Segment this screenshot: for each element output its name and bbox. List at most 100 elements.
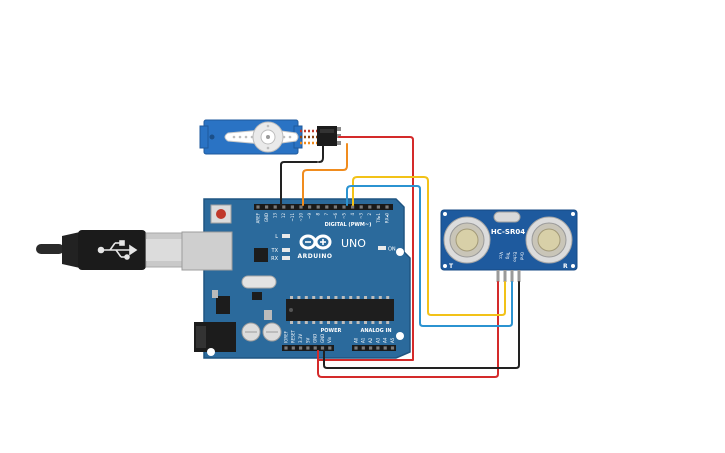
pin-label: ~3	[359, 213, 364, 219]
chip-leg	[334, 321, 338, 324]
pin-label: ~9	[307, 213, 312, 219]
chip-leg	[304, 296, 308, 299]
mounting-hole	[396, 248, 404, 256]
sensor-pin[interactable]	[496, 270, 500, 282]
chip-leg	[371, 296, 375, 299]
pin-label: 3.3V	[298, 334, 303, 343]
header-pin[interactable]	[265, 205, 269, 209]
wire-orange-servo-signal	[302, 143, 348, 206]
power-label: POWER	[321, 328, 342, 334]
model-label: UNO	[341, 237, 366, 250]
analog-header	[352, 345, 396, 351]
pin-label: 2	[367, 213, 372, 216]
voltage-regulator	[216, 296, 230, 314]
pin-label: RESET	[291, 330, 296, 343]
pin-label: ~10	[298, 213, 303, 222]
digital-label: DIGITAL (PWM~)	[325, 222, 372, 228]
chip-leg	[356, 296, 360, 299]
pin-label: A4	[383, 337, 388, 343]
header-pin[interactable]	[284, 346, 288, 350]
mounting-hole	[207, 348, 215, 356]
digital-header	[254, 204, 393, 210]
header-pin[interactable]	[359, 205, 363, 209]
usb-plug-metal-highlight	[146, 239, 182, 261]
header-pin[interactable]	[376, 346, 380, 350]
sensor-pin[interactable]	[503, 270, 507, 282]
pin-label: A5	[390, 337, 395, 343]
crystal	[241, 275, 277, 289]
header-pin[interactable]	[308, 205, 312, 209]
chip-leg	[356, 321, 360, 324]
sensor-mark-r: R	[563, 263, 568, 270]
led-on-label: ON	[388, 247, 396, 253]
pin-label: GND	[313, 334, 318, 343]
header-pin[interactable]	[325, 205, 329, 209]
usb-cable	[36, 230, 183, 270]
sensor-pin-label: Vcc	[498, 252, 503, 259]
chip-leg	[364, 321, 367, 324]
chip-leg	[297, 296, 301, 299]
pin-label: ~6	[333, 213, 338, 219]
arduino-logo-icon	[299, 234, 332, 250]
wire-yellow-trig	[352, 176, 506, 316]
led-tx-label: TX	[271, 248, 279, 254]
led-l-label: L	[275, 234, 278, 240]
chip-leg	[290, 296, 293, 299]
header-pin[interactable]	[290, 205, 294, 209]
analog-label: ANALOG IN	[360, 328, 391, 334]
chip-leg	[349, 296, 353, 299]
wire-red-sensor-vcc	[317, 281, 499, 378]
sensor-pin-label: Echo	[512, 252, 517, 262]
usb-chip	[254, 248, 268, 262]
header-pin[interactable]	[306, 346, 310, 350]
header-pin[interactable]	[299, 205, 303, 209]
header-pin[interactable]	[390, 346, 395, 350]
header-pin[interactable]	[361, 346, 365, 350]
header-pin[interactable]	[333, 205, 337, 209]
wire-red-servo-5v	[317, 136, 414, 361]
led-on	[378, 246, 386, 250]
chip-leg	[327, 321, 330, 324]
sensor-pin[interactable]	[510, 270, 514, 282]
led-rx	[282, 256, 290, 260]
usb-cable-wire	[36, 244, 64, 254]
header-pin[interactable]	[316, 205, 320, 209]
header-pin[interactable]	[354, 346, 358, 350]
wire-black-servo-gnd	[280, 161, 318, 206]
header-pin[interactable]	[376, 205, 380, 209]
header-pin[interactable]	[282, 205, 286, 209]
header-pin[interactable]	[320, 346, 325, 350]
pin-label: A0	[353, 337, 358, 343]
pin-label: A2	[368, 337, 373, 343]
header-pin[interactable]	[256, 205, 260, 209]
brand-label: ARDUINO	[298, 253, 333, 260]
header-pin[interactable]	[369, 346, 373, 350]
header-pin[interactable]	[328, 346, 332, 350]
pin-label: 5V	[305, 337, 310, 343]
header-pin[interactable]	[342, 205, 346, 209]
header-pin[interactable]	[351, 205, 355, 209]
header-pin[interactable]	[299, 346, 303, 350]
header-pin[interactable]	[273, 205, 277, 209]
sensor-pin-label: Gnd	[519, 252, 524, 261]
pin-label: GND	[264, 213, 269, 222]
servo-motor	[199, 119, 341, 155]
usb-b-socket	[181, 231, 233, 271]
pin-label: GND	[320, 334, 325, 343]
header-pin[interactable]	[385, 205, 389, 209]
sensor-pin[interactable]	[517, 270, 521, 282]
header-pin[interactable]	[383, 346, 387, 350]
chip-leg	[327, 296, 330, 299]
chip-leg	[386, 296, 390, 299]
header-pin[interactable]	[291, 346, 295, 350]
pin-label: TX▸1	[376, 213, 381, 224]
pin-label: 7	[324, 213, 329, 216]
chip-leg	[297, 321, 301, 324]
header-pin[interactable]	[313, 346, 317, 350]
header-pin[interactable]	[368, 205, 372, 209]
pin-label: A3	[375, 337, 380, 343]
chip-leg	[319, 296, 323, 299]
pin-label: RX◂0	[384, 213, 389, 224]
